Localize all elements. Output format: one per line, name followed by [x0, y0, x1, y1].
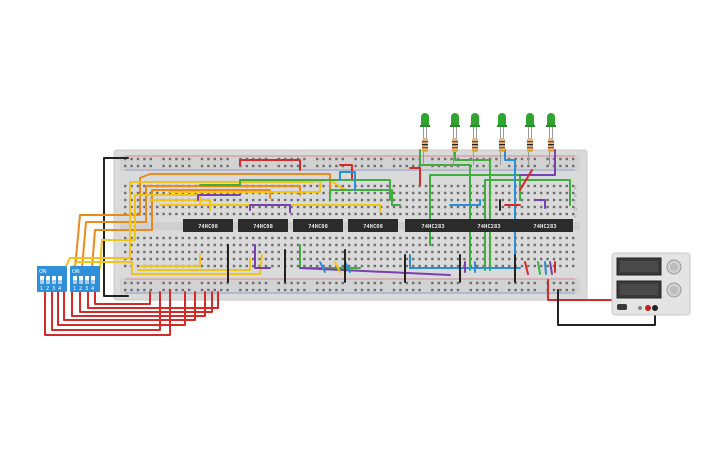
svg-text:B: B: [574, 193, 577, 198]
svg-text:74HC08: 74HC08: [308, 224, 328, 230]
wire-red: [409, 167, 421, 186]
wire-purple: [534, 199, 546, 209]
wire-purple: [249, 204, 291, 213]
breadboard-holes: [124, 157, 575, 292]
terminal-negative[interactable]: [652, 305, 658, 311]
chips[interactable]: 74HC08 74HC08 74HC08 74HC08 74HC283 74HC…: [183, 219, 573, 232]
wire-yellow: [159, 204, 381, 213]
wire-yellow: [139, 254, 201, 267]
wire-blue: [544, 261, 547, 275]
svg-text:4: 4: [58, 286, 61, 292]
chip-74hc08-4[interactable]: 74HC08: [348, 219, 398, 232]
svg-text:74HC283: 74HC283: [477, 224, 500, 230]
chip-74hc283-3[interactable]: 74HC283: [517, 219, 573, 232]
wire-green: [419, 149, 471, 271]
svg-text:2: 2: [79, 286, 82, 292]
wire-red: [239, 159, 301, 171]
svg-text:74HC283: 74HC283: [421, 224, 444, 230]
svg-text:74HC08: 74HC08: [198, 224, 218, 230]
wire-green: [199, 179, 391, 201]
resistor-5[interactable]: [527, 138, 533, 152]
svg-text:74HC08: 74HC08: [363, 224, 383, 230]
chip-74hc08-2[interactable]: 74HC08: [238, 219, 288, 232]
wire-red: [71, 289, 206, 317]
svg-text:3: 3: [85, 286, 88, 292]
wire-blue: [504, 149, 516, 271]
power-switch[interactable]: [617, 304, 627, 310]
wire-red: [63, 289, 196, 321]
wire-yellow: [149, 199, 211, 211]
wire-green: [329, 189, 401, 206]
wire-blue: [449, 199, 481, 206]
svg-text:4: 4: [91, 286, 94, 292]
svg-text:ON: ON: [72, 269, 80, 275]
svg-text:2: 2: [46, 286, 49, 292]
leds[interactable]: [420, 113, 556, 165]
wire-red: [87, 289, 219, 309]
wire-black: [103, 157, 129, 297]
wire-green: [454, 149, 491, 271]
dip-toggles[interactable]: [73, 276, 95, 284]
chip-74hc283-2[interactable]: 74HC283: [461, 219, 517, 232]
svg-text:D: D: [574, 207, 577, 212]
dip-switch-2[interactable]: ON 1 2 3 4: [70, 266, 100, 292]
wire-blue: [409, 254, 521, 269]
wire-yellow: [334, 261, 341, 273]
svg-text:74HC283: 74HC283: [533, 224, 556, 230]
dip-toggles[interactable]: [40, 276, 62, 284]
svg-text:1: 1: [73, 286, 76, 292]
wire-red: [519, 169, 533, 191]
led-5[interactable]: [525, 113, 535, 165]
resistor-1[interactable]: [422, 138, 428, 152]
right-row-letters: A B C D E: [574, 186, 577, 219]
svg-text:A: A: [574, 186, 577, 191]
wire-black: [557, 289, 656, 326]
terminal-positive[interactable]: [645, 305, 651, 311]
chip-74hc08-3[interactable]: 74HC08: [293, 219, 343, 232]
resistor-2[interactable]: [452, 138, 458, 152]
svg-text:ON: ON: [39, 269, 47, 275]
power-supply[interactable]: [611, 252, 691, 316]
led-3[interactable]: [470, 113, 480, 165]
svg-text:1: 1: [40, 286, 43, 292]
resistor-4[interactable]: [499, 138, 505, 152]
wire-purple: [549, 261, 553, 275]
wire-green: [429, 174, 521, 246]
svg-text:74HC08: 74HC08: [253, 224, 273, 230]
svg-text:E: E: [574, 214, 577, 219]
dip-switch-1[interactable]: ON 1 2 3 4: [37, 266, 67, 292]
wire-blue: [339, 171, 356, 191]
wire-purple: [299, 267, 451, 276]
wire-purple: [197, 194, 241, 201]
resistor-3[interactable]: [472, 138, 478, 152]
wires[interactable]: [44, 149, 656, 336]
wire-yellow: [169, 179, 321, 193]
wire-orange: [74, 173, 331, 269]
wire-orange: [81, 185, 301, 269]
wire-purple: [254, 244, 271, 269]
wire-yellow: [137, 257, 251, 271]
resistor-6[interactable]: [548, 138, 554, 152]
wire-red: [524, 261, 529, 275]
wire-blue: [319, 261, 326, 273]
wire-yellow: [71, 254, 263, 275]
wire-yellow: [99, 194, 201, 269]
wire-red: [339, 164, 353, 181]
chip-74hc283-1[interactable]: 74HC283: [405, 219, 461, 232]
wire-red: [79, 289, 213, 313]
wire-green: [537, 261, 541, 275]
svg-text:3: 3: [52, 286, 55, 292]
chip-74hc08-1[interactable]: 74HC08: [183, 219, 233, 232]
wire-purple: [519, 149, 556, 176]
wire-red: [94, 289, 151, 305]
svg-text:C: C: [574, 200, 577, 205]
